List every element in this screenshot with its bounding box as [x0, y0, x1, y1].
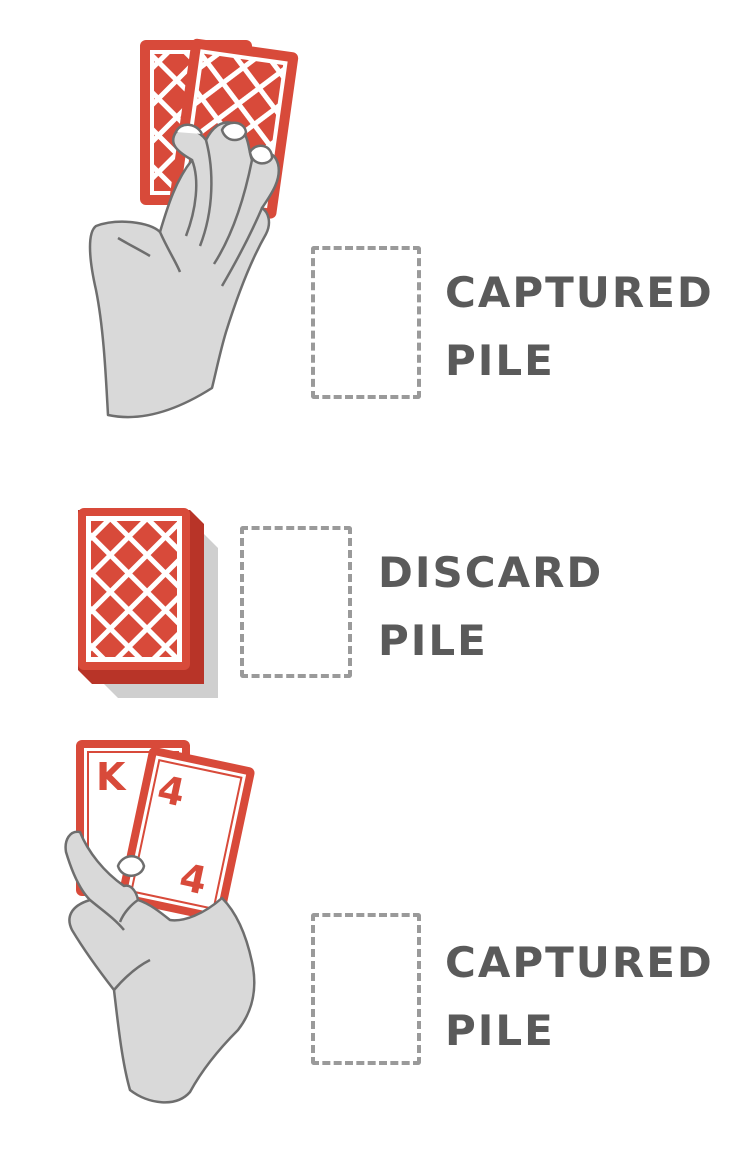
bottom-captured-pile-label-line1: CAPTURED — [445, 938, 714, 987]
bottom-hand — [64, 830, 256, 1104]
top-hand-with-cards — [88, 38, 299, 419]
bottom-captured-pile-slot — [311, 913, 421, 1065]
bottom-captured-pile-label-line2: PILE — [445, 1006, 555, 1055]
card-four — [118, 747, 255, 922]
top-captured-pile-label-line2: PILE — [445, 336, 555, 385]
discard-pile-label-line1: DISCARD — [378, 548, 604, 597]
top-captured-pile-label-line1: CAPTURED — [445, 268, 714, 317]
card-king-rank: K — [96, 755, 126, 799]
bottom-hand-with-cards — [64, 740, 256, 1104]
top-captured-pile-slot — [311, 246, 421, 399]
discard-pile-slot — [240, 526, 352, 678]
deck-of-cards — [78, 508, 218, 698]
top-hand — [88, 121, 281, 419]
discard-pile-label-line2: PILE — [378, 616, 488, 665]
